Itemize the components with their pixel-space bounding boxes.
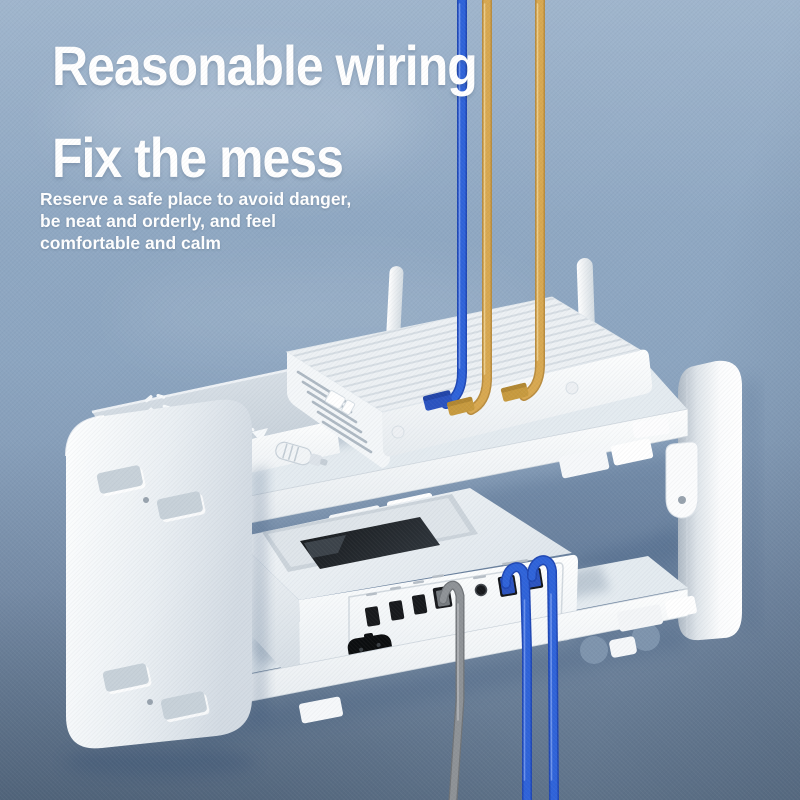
- panel-slots: [96, 465, 210, 723]
- description-line-2: be neat and orderly, and feel: [40, 211, 276, 231]
- outgoing-cables: [438, 555, 559, 800]
- opening-glare: [304, 535, 346, 558]
- hook-screw-hole: [678, 496, 686, 504]
- shelf-tab: [617, 604, 663, 632]
- panel-hole: [147, 699, 153, 705]
- description: Reserve a safe place to avoid danger, be…: [40, 188, 351, 254]
- strip-arrow-mark: [252, 428, 268, 442]
- left-panel-cast-shadow: [250, 466, 268, 724]
- left-side-panel: [65, 399, 252, 749]
- rf-ridge: [282, 443, 288, 459]
- router-screw-recess: [391, 425, 405, 439]
- shelf-tab: [298, 696, 344, 724]
- floor-shadow: [65, 748, 255, 776]
- right-panel-board: [678, 360, 742, 641]
- rf-connector: [275, 441, 328, 467]
- hdmi-port-1: [364, 606, 381, 627]
- hook-body: [665, 441, 699, 519]
- panel-slot: [96, 465, 146, 497]
- title-line-1: Reasonable wiring: [52, 34, 478, 98]
- rj45-connector-gold-2: [500, 382, 529, 402]
- port-label-mark: [473, 575, 487, 580]
- cable-highlight: [550, 593, 553, 781]
- panel-slot: [102, 663, 152, 695]
- hdmi-port-3: [411, 594, 428, 615]
- rj45-connector-blue: [422, 390, 453, 411]
- light-haze: [60, 60, 420, 180]
- bottom-shelf: [184, 588, 697, 724]
- shelf-scallop-cutout: [632, 623, 660, 651]
- rf-tip: [309, 453, 323, 467]
- port-label-mark: [413, 580, 425, 585]
- rj45-connector-gold-1: [446, 396, 475, 416]
- port-label-mark: [432, 574, 445, 579]
- port-label-mark: [390, 586, 402, 591]
- cable-connectors: [422, 382, 529, 416]
- panel-edge-highlight: [65, 415, 105, 457]
- hdmi-port-2: [388, 600, 405, 621]
- description-line-1: Reserve a safe place to avoid danger,: [40, 189, 352, 209]
- lan-cable-1: [502, 563, 531, 800]
- rf-ridge: [287, 445, 294, 461]
- rf-ridge: [293, 446, 300, 462]
- lan-cable-2: [528, 556, 558, 800]
- panel-slot: [160, 691, 210, 723]
- shelf-scallop-cutout: [580, 636, 608, 664]
- shelf-tab: [558, 447, 610, 479]
- router-screw-recess: [565, 381, 579, 395]
- headline: Reasonable wiring Fix the mess: [52, 20, 478, 204]
- dc-power-port: [474, 583, 488, 597]
- left-panel-board: [66, 399, 252, 749]
- shelf-wave-tab: [609, 636, 637, 658]
- port-label-mark: [366, 592, 378, 597]
- shelf-tab: [665, 595, 697, 619]
- router-rear-band: [382, 349, 653, 457]
- right-panel-shadow: [742, 380, 758, 630]
- panel-hole: [143, 497, 149, 503]
- shelf-tab: [610, 438, 654, 466]
- strip-edge-highlight: [91, 366, 299, 414]
- mount-tab: [632, 417, 670, 439]
- av-cable-gray: [439, 582, 464, 800]
- title-line-2: Fix the mess: [52, 126, 344, 190]
- router-label: [324, 390, 356, 415]
- rf-tip-end: [320, 458, 328, 466]
- description-line-3: comfortable and calm: [40, 233, 221, 253]
- mount-hook: [665, 441, 699, 519]
- panel-slot: [156, 491, 206, 523]
- box-top-opening: [300, 517, 440, 569]
